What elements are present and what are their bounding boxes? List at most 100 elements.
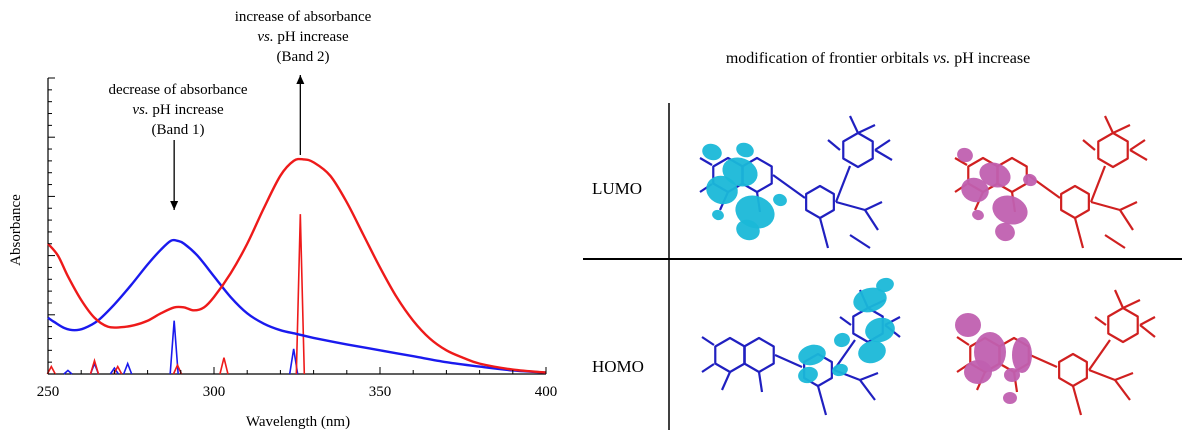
bond [874,139,891,151]
bond [1129,149,1148,161]
bond [1139,316,1156,326]
annotation-line: (Band 2) [277,49,330,65]
orbital-lobe [706,175,738,205]
bond [859,371,879,382]
x-axis-label: Wavelength (nm) [246,414,350,430]
orbital-lobe [702,143,722,161]
annotation-line: decrease of absorbance [108,82,247,98]
transition-sticks [46,214,306,375]
orbital-lobe [853,287,887,313]
transition-stick [169,320,179,375]
spectrum-series-1 [47,238,547,374]
bond [834,165,852,203]
ring [842,131,874,169]
bond [1029,353,1058,369]
bond [1088,339,1111,371]
bond [1104,234,1126,249]
bond [1112,124,1131,134]
y-axis-label: Absorbance [8,194,24,266]
homo-neutral-molecule [701,277,901,416]
orbital-lobe [876,277,894,293]
bond [774,353,803,369]
bond [874,149,893,161]
bond [1071,385,1083,416]
bond [956,336,970,346]
orbital-lobe [1012,337,1032,373]
x-tick-label: 350 [369,384,392,400]
bond [1094,316,1107,326]
transition-stick [113,364,123,375]
bond [1104,115,1114,134]
transition-stick [172,363,183,375]
transition-stick [109,366,120,375]
bond [849,115,859,134]
transition-stick [295,214,306,375]
ring [714,336,746,374]
orbital-lobe [834,332,850,348]
bond [1114,379,1131,401]
annotation-line: (Band 1) [152,122,205,138]
bond [857,124,876,134]
bond [1090,200,1121,212]
row-label-homo: HOMO [592,357,644,376]
bond [1122,299,1141,309]
transition-stick [219,357,229,375]
transition-stick [46,364,57,375]
lumo-basic-molecule [954,115,1148,249]
orbital-lobe [712,209,724,221]
bond [701,363,715,373]
orbital-lobe [979,162,1011,188]
bond [864,209,879,231]
bond [1073,217,1085,249]
orbital-panel-title: modification of frontier orbitals vs. pH… [726,50,1030,67]
arrow-up-icon [296,75,305,84]
orbital-lobe [961,177,989,203]
bond [1113,289,1125,309]
orbital-lobe [957,147,973,163]
orbital-lobe [992,195,1028,225]
bond [1139,324,1156,338]
band-annotation-1: decrease of absorbance vs. pH increase (Ba… [108,82,248,210]
annotation-line: vs. pH increase [132,102,224,118]
bond [772,174,806,199]
orbital-lobe [1003,392,1017,404]
bond [859,379,876,401]
orbital-lobe [972,209,984,221]
annotation-line: vs. pH increase [257,29,349,45]
bond [701,336,715,346]
transition-stick [89,357,100,375]
orbital-lobe [798,344,826,366]
ring [1060,184,1090,220]
bond [835,200,866,212]
bond [839,316,852,326]
spectrum-series-2 [47,157,547,374]
bond [720,371,732,391]
bond [1129,139,1146,151]
bond [864,201,883,211]
bond [757,371,764,393]
bond [849,234,871,249]
bond [1114,371,1134,382]
bond [1119,201,1138,211]
homo-basic-molecule [955,289,1156,416]
orbital-lobe [798,366,818,384]
frontier-orbitals-panel: modification of frontier orbitals vs. pH… [583,50,1182,430]
bond [1119,209,1134,231]
orbital-lobe [1004,368,1020,382]
arrow-down-icon [170,201,179,210]
ring [1107,306,1139,344]
bond [1082,139,1096,151]
bond [954,157,968,166]
x-tick-label: 300 [203,384,226,400]
orbital-lobe [722,157,758,187]
bond [699,157,713,166]
ring [743,336,775,374]
bond [816,385,828,416]
transition-stick [122,361,133,375]
transition-stick [63,369,73,375]
x-tick-label: 250 [37,384,60,400]
orbital-lobe [773,193,787,207]
bond [1088,368,1116,382]
